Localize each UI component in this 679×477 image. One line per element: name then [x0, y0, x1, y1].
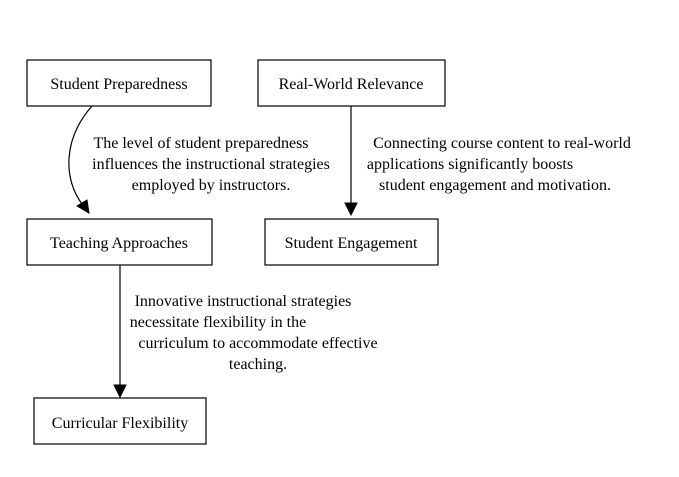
edge-label-line: student engagement and motivation. [379, 177, 611, 194]
node-label-real-world-relevance: Real-World Relevance [279, 76, 424, 93]
edge-label-prep-to-teaching: The level of student preparedness influe… [92, 135, 330, 194]
edge-label-teaching-to-flexibility: Innovative instructional strategies nece… [130, 293, 378, 373]
node-curricular-flexibility: Curricular Flexibility [33, 397, 207, 445]
edge-label-line: The level of student preparedness [93, 135, 308, 152]
node-label-teaching-approaches: Teaching Approaches [50, 235, 188, 252]
node-label-curricular-flexibility: Curricular Flexibility [52, 415, 188, 432]
edge-label-line: influences the instructional strategies [92, 156, 330, 173]
node-student-engagement: Student Engagement [264, 218, 439, 266]
edge-label-line: employed by instructors. [132, 177, 291, 194]
edge-label-line: applications significantly boosts [367, 156, 573, 173]
arrowhead-prep-to-teaching [76, 199, 90, 214]
node-student-preparedness: Student Preparedness [26, 59, 212, 107]
edge-label-line: necessitate flexibility in the [130, 314, 306, 331]
edge-label-relevance-to-engagement: Connecting course content to real-world … [367, 135, 631, 194]
edge-label-line: Innovative instructional strategies [135, 293, 352, 310]
edge-label-line: Connecting course content to real-world [373, 135, 631, 152]
node-real-world-relevance: Real-World Relevance [257, 59, 446, 107]
arrowhead-relevance-to-engagement [344, 202, 358, 217]
node-teaching-approaches: Teaching Approaches [26, 218, 213, 266]
node-label-student-preparedness: Student Preparedness [50, 76, 187, 93]
edge-label-line: curriculum to accommodate effective [138, 335, 377, 352]
node-label-student-engagement: Student Engagement [285, 235, 418, 252]
edge-label-line: teaching. [229, 356, 287, 373]
edge-prep-to-teaching [68, 105, 93, 205]
arrowhead-teaching-to-flexibility [113, 384, 127, 399]
